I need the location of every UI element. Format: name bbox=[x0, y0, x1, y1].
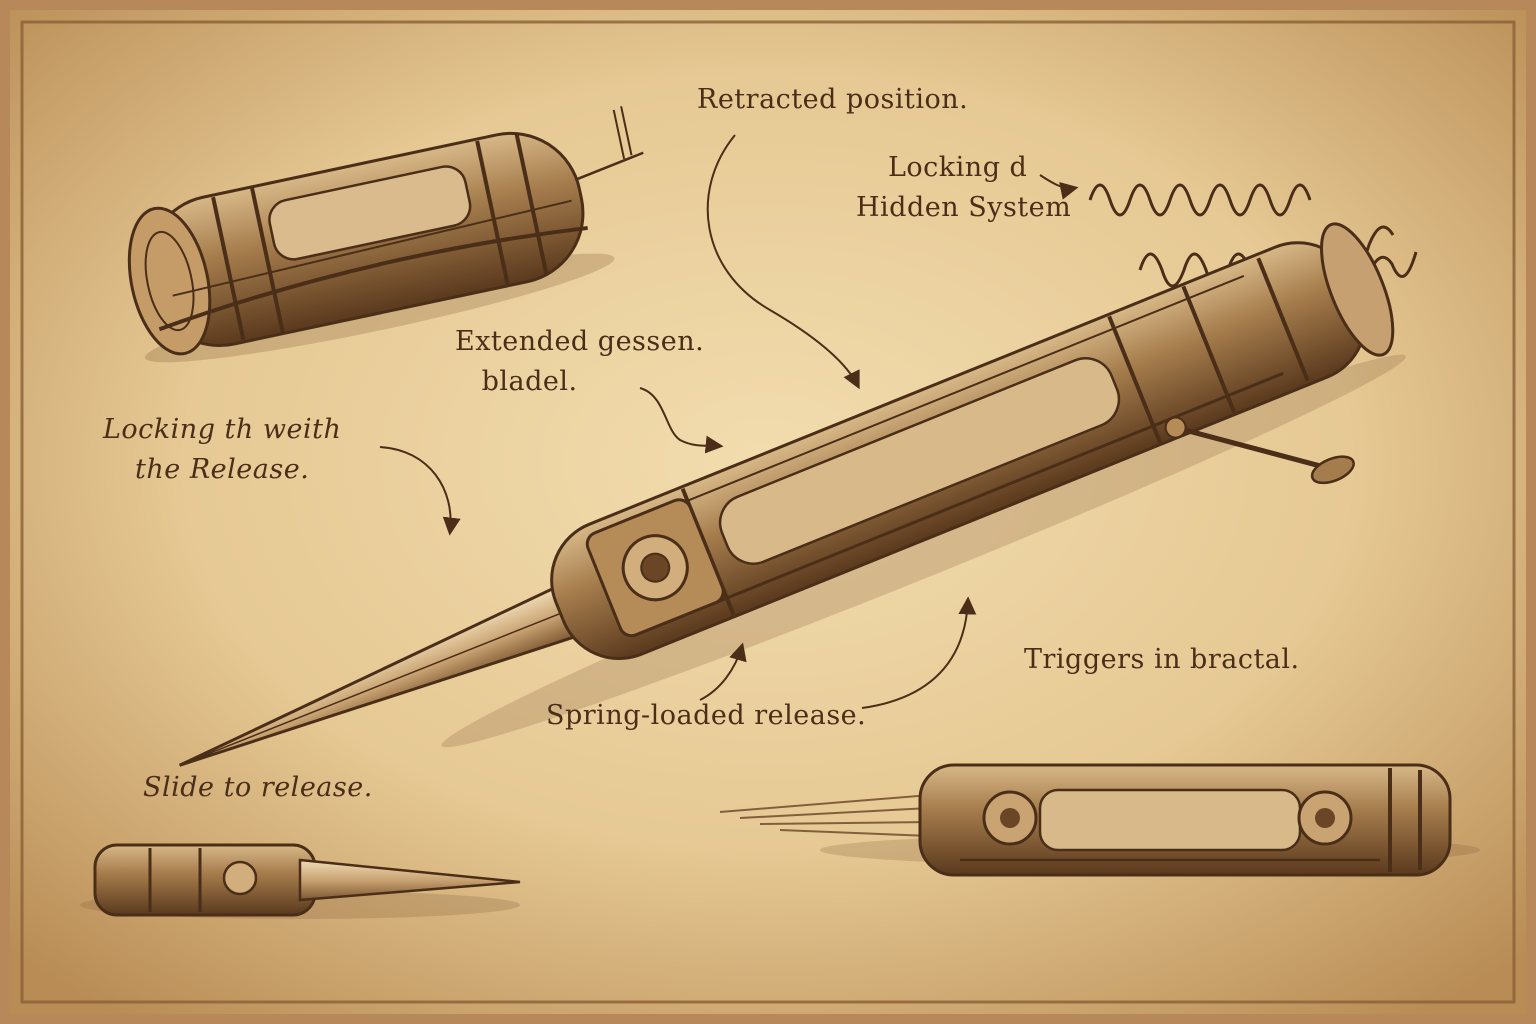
label-slide-to-release: Slide to release. bbox=[143, 772, 373, 803]
label-retracted-position: Retracted position. bbox=[697, 84, 969, 115]
arrow-extended bbox=[639, 387, 724, 454]
arrow-locking-hidden bbox=[1039, 174, 1079, 200]
annotation-arrows bbox=[379, 134, 1079, 709]
hidden-blade-icon bbox=[178, 222, 1406, 767]
label-locking-release-line1: Locking th weith bbox=[103, 414, 342, 445]
arrow-retracted bbox=[706, 134, 860, 390]
arrow-spring-left bbox=[699, 642, 747, 701]
label-locking-hidden-system: Locking d Hidden System bbox=[856, 148, 1071, 228]
retracted-bracer-icon bbox=[127, 106, 644, 363]
label-locking-release: Locking th weith the Release. bbox=[103, 410, 341, 490]
label-triggers: Triggers in bractal. bbox=[1024, 644, 1300, 675]
label-locking-release-line2: the Release. bbox=[135, 454, 310, 485]
extending-mechanism-icon bbox=[719, 763, 1480, 877]
arrow-spring-right bbox=[861, 596, 977, 709]
label-spring-loaded-release: Spring-loaded release. bbox=[546, 700, 867, 731]
label-locking-hidden-line1: Locking d bbox=[888, 152, 1028, 183]
arrow-locking-release bbox=[379, 446, 461, 536]
page-border bbox=[20, 20, 1516, 1004]
label-extended-blade: Extended gessen. bladel. bbox=[455, 322, 704, 402]
label-extended-line2: bladel. bbox=[481, 366, 578, 397]
label-extended-line1: Extended gessen. bbox=[455, 326, 705, 357]
label-locking-hidden-line2: Hidden System bbox=[856, 192, 1072, 223]
small-blade-icon bbox=[80, 843, 521, 919]
